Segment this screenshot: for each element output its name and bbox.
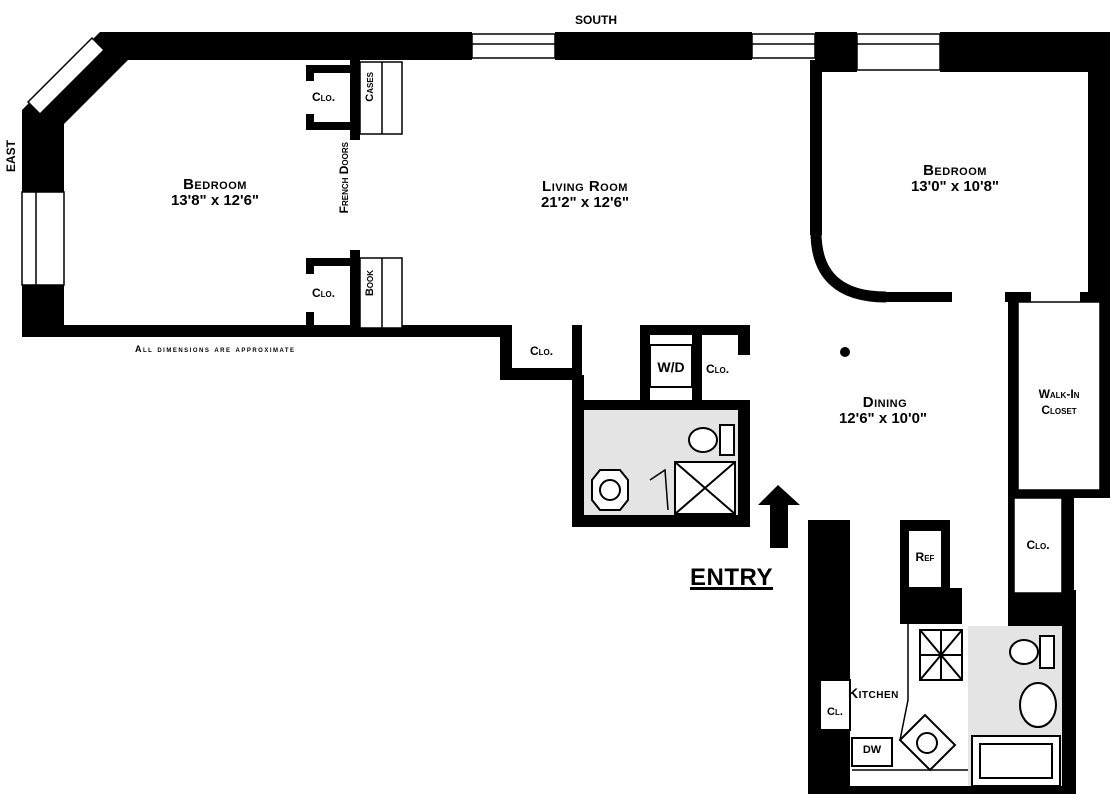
clo-wd-label: Clo. (706, 362, 730, 376)
compass-east: EAST (4, 140, 18, 173)
window-east (21, 191, 65, 286)
bedroom-right-name: Bedroom (923, 162, 987, 179)
bedroom-left-name: Bedroom (183, 176, 247, 193)
clo-right-left (1008, 498, 1014, 593)
toilet-bowl (688, 427, 718, 453)
clo-top-post2 (306, 114, 314, 130)
toilet-tank (719, 424, 735, 456)
ref-left (900, 520, 908, 590)
compass-south: SOUTH (575, 13, 617, 27)
clo-wd-right (738, 325, 750, 355)
approx-note: All dimensions are approximate (135, 344, 296, 354)
walk-in-closet-line2: Closet (1041, 403, 1077, 417)
kitchen-cl-label: Cl. (827, 706, 843, 718)
clo-top-label: Clo. (312, 90, 336, 104)
kitchen-sink-bowl (916, 732, 938, 754)
ref-box (907, 529, 943, 589)
clo-bot-bar1 (306, 258, 350, 266)
bath-door-swing (649, 468, 669, 511)
counter-block (900, 588, 962, 624)
kitchen-right-wall (1062, 592, 1076, 792)
kitchen-cl-box (819, 679, 851, 731)
ref-right (942, 520, 950, 590)
bottom-wall-left (22, 325, 512, 337)
wd-right-wall (692, 325, 702, 410)
left-wall-top (22, 110, 64, 192)
dining-name: Dining (862, 394, 908, 411)
french-door-jamb-bottom (350, 250, 360, 328)
wd-bottom-wall (580, 400, 750, 410)
living-room-dims: 21'2" x 12'6" (540, 194, 630, 211)
top-wall-far-right (940, 32, 1110, 72)
hall-closet-top (500, 325, 512, 375)
bedroom-left-dims: 13'8" x 12'6" (170, 192, 260, 209)
walkin-closet-box (1017, 301, 1101, 491)
toilet-2-tank (1039, 635, 1055, 669)
book-label: Book (364, 270, 376, 297)
clo-right-box (1013, 497, 1063, 594)
clo-bottom-label: Clo. (312, 286, 336, 300)
bath-bottom-wall (572, 515, 750, 527)
walk-in-closet-line1: Walk-In (1038, 387, 1080, 401)
bedroom-curved-wall (810, 231, 887, 303)
hall-closet-bottom (500, 368, 580, 380)
kitchen-cl-bottom (820, 730, 850, 740)
kitchen-left-wall (808, 520, 850, 790)
bedroom-wall-bottom-far (1080, 292, 1110, 302)
wd-left-wall (640, 325, 650, 410)
walkin-right (1100, 300, 1110, 498)
column-dot (840, 347, 850, 357)
living-room-name: Living Room (542, 178, 628, 195)
walkin-left (1008, 292, 1018, 497)
bath-right-wall (738, 400, 750, 525)
window-south-2 (751, 33, 816, 59)
bath-left-wall (572, 375, 584, 525)
bedroom-right-dims: 13'0" x 10'8" (910, 178, 1000, 195)
cases-shelf (359, 61, 403, 135)
clo-hall-label: Clo. (530, 344, 554, 358)
sink-2 (1019, 682, 1057, 728)
entry-arrow (758, 485, 800, 548)
window-south-3 (856, 33, 941, 71)
clo-bot-post1 (306, 258, 314, 274)
window-diagonal (26, 36, 106, 116)
bedroom-wall-left (810, 60, 822, 235)
window-south-1 (471, 33, 556, 59)
clo-top-post1 (306, 65, 314, 81)
french-door-jamb-top (350, 60, 360, 140)
clo-bot-post2 (306, 312, 314, 328)
kitchen-name: Kitchen (848, 685, 899, 701)
kitchen-bottom-wall (808, 786, 1076, 794)
hall-closet-right (572, 325, 582, 375)
clo-top-bar2 (306, 122, 350, 130)
french-doors-label: French Doors (337, 142, 351, 214)
cases-label: Cases (364, 72, 376, 102)
dw-label: DW (862, 744, 882, 756)
entry-label: ENTRY (690, 564, 773, 591)
clo-top-bar1 (306, 65, 350, 73)
bathtub-inner (979, 743, 1053, 779)
kitchen-cl-wall (820, 590, 850, 600)
clo-right-label: Clo. (1026, 538, 1050, 552)
shower-diag-2 (674, 461, 736, 515)
ref-block (900, 520, 950, 530)
wd-box (649, 344, 693, 388)
wd-label: W/D (657, 359, 685, 375)
top-wall-mid (555, 32, 752, 60)
toilet-2 (1009, 639, 1039, 665)
right-wall (1088, 32, 1110, 302)
sink-1-bowl (599, 479, 621, 501)
top-wall (100, 32, 472, 60)
bath2-top-block (1008, 590, 1076, 626)
dining-dims: 12'6" x 10'0" (838, 410, 928, 427)
ref-label: Ref (915, 550, 935, 564)
bedroom-wall-bottom (880, 292, 952, 302)
dw-box (851, 737, 893, 767)
walkin-bottom (1008, 490, 1110, 498)
clo-right-right (1062, 498, 1074, 593)
kitchen-counter (899, 624, 909, 741)
book-shelf (359, 257, 403, 329)
